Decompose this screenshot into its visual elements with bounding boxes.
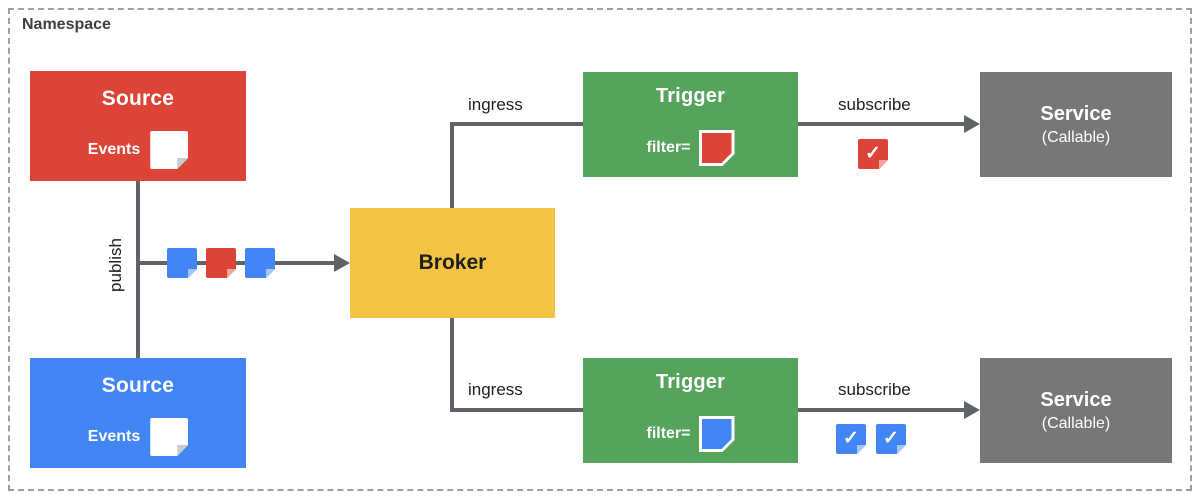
- events-note-icon: [150, 418, 189, 456]
- source-events-row-bottom: Events: [30, 418, 246, 456]
- trigger-filter-row-bottom: filter=: [583, 416, 798, 452]
- subscribe-label-bottom: subscribe: [838, 380, 911, 399]
- source-box-top: Source Events: [30, 71, 246, 181]
- trigger-title-bottom: Trigger: [655, 371, 726, 393]
- ingress-line-top-vertical: [450, 124, 454, 208]
- check-note-icon: ✓: [876, 424, 906, 454]
- publish-line: [136, 261, 336, 265]
- events-note-icon: [150, 131, 189, 169]
- publish-label: publish: [106, 238, 125, 292]
- filter-label: filter=: [646, 425, 691, 442]
- event-note-icon: [245, 248, 275, 278]
- source-title-top: Source: [101, 87, 175, 110]
- events-label: Events: [87, 428, 141, 445]
- subscribe-arrowhead-bottom-icon: [964, 401, 980, 419]
- trigger-box-top: Trigger filter=: [583, 72, 798, 177]
- event-note-icon: [206, 248, 236, 278]
- service-title-bottom: Service: [1040, 388, 1112, 411]
- service-subtitle-bottom: (Callable): [1041, 414, 1111, 432]
- source-box-bottom: Source Events: [30, 358, 246, 468]
- filter-label: filter=: [646, 139, 691, 156]
- broker-box: Broker: [350, 208, 555, 318]
- ingress-line-bottom: [450, 408, 583, 412]
- trigger-box-bottom: Trigger filter=: [583, 358, 798, 463]
- namespace-label: Namespace: [22, 16, 111, 33]
- ingress-label-bottom: ingress: [468, 380, 523, 399]
- service-subtitle-top: (Callable): [1041, 128, 1111, 146]
- trigger-title-top: Trigger: [655, 85, 726, 107]
- check-glyph: ✓: [843, 428, 859, 449]
- filter-note-icon: [699, 416, 735, 452]
- check-glyph: ✓: [865, 143, 881, 164]
- subscribe-label-top: subscribe: [838, 95, 911, 114]
- publish-arrowhead-icon: [334, 254, 350, 272]
- subscribe-line-bottom: [798, 408, 966, 412]
- check-glyph: ✓: [883, 428, 899, 449]
- event-note-icon: [167, 248, 197, 278]
- ingress-line-bottom-vertical: [450, 318, 454, 410]
- subscribe-line-top: [798, 122, 966, 126]
- trigger-filter-row-top: filter=: [583, 130, 798, 166]
- check-note-icon: ✓: [858, 139, 888, 169]
- ingress-line-top: [450, 122, 583, 126]
- source-events-row-top: Events: [30, 131, 246, 169]
- subscribe-arrowhead-top-icon: [964, 115, 980, 133]
- ingress-label-top: ingress: [468, 95, 523, 114]
- broker-title: Broker: [418, 251, 487, 274]
- service-title-top: Service: [1040, 102, 1112, 125]
- events-label: Events: [87, 141, 141, 158]
- source-title-bottom: Source: [101, 374, 175, 397]
- service-box-bottom: Service (Callable): [980, 358, 1172, 463]
- source-connector-line: [136, 181, 140, 358]
- filter-note-icon: [699, 130, 735, 166]
- service-box-top: Service (Callable): [980, 72, 1172, 177]
- check-note-icon: ✓: [836, 424, 866, 454]
